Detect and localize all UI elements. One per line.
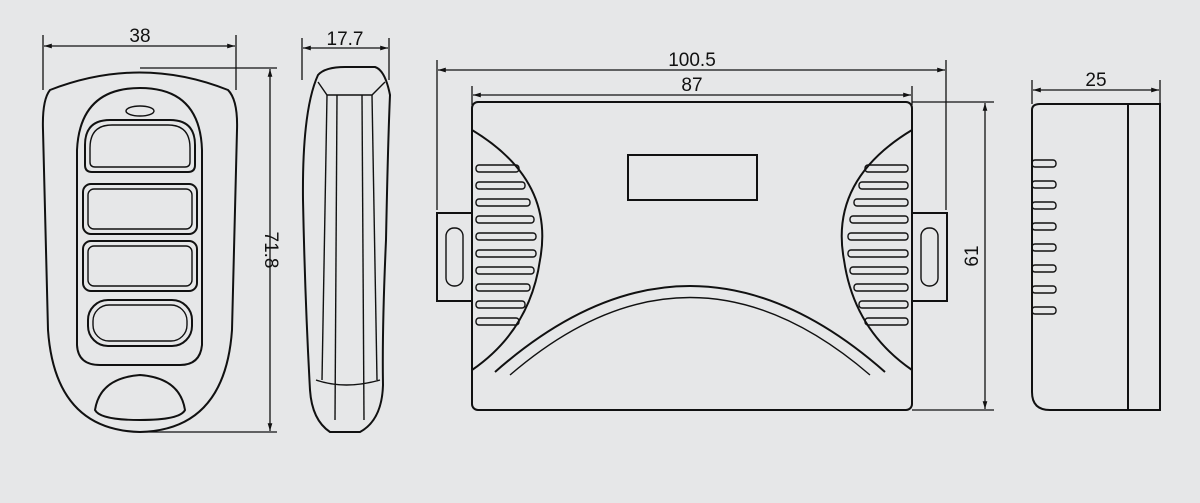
remote-button-2	[82, 183, 198, 235]
vent-slot	[858, 300, 909, 309]
dim-receiver-width-overall: 100.5	[668, 50, 716, 71]
vent-slot	[475, 283, 531, 292]
vent-slot	[853, 198, 909, 207]
vent-slot	[849, 266, 909, 275]
vent-slot	[1031, 285, 1057, 294]
vent-slot	[847, 249, 909, 258]
vent-slot	[475, 198, 531, 207]
dim-remote-width: 38	[129, 26, 150, 47]
vent-slot	[1031, 264, 1057, 273]
vent-slot	[1031, 159, 1057, 168]
dim-receiver-height: 61	[962, 245, 983, 266]
receiver-side-view: 25	[1031, 70, 1161, 411]
receiver-right-tab	[911, 212, 948, 302]
vent-slot	[864, 317, 909, 326]
dim-remote-height: 71.8	[260, 232, 281, 269]
remote-bottom-button	[93, 373, 187, 422]
vent-slot	[1031, 243, 1057, 252]
dim-remote-thickness: 17.7	[327, 29, 364, 50]
vent-slot	[475, 164, 520, 173]
vent-slot	[475, 181, 526, 190]
dim-receiver-depth: 25	[1085, 70, 1106, 91]
vent-slot	[853, 283, 909, 292]
receiver-label-window	[627, 154, 758, 201]
receiver-left-tab	[436, 212, 473, 302]
vent-slot	[475, 232, 537, 241]
remote-button-4	[87, 299, 193, 347]
vent-slot	[847, 232, 909, 241]
remote-button-3	[82, 240, 198, 292]
vent-slot	[1031, 306, 1057, 315]
vent-slot	[1031, 222, 1057, 231]
vent-slot	[849, 215, 909, 224]
vent-slot	[1031, 180, 1057, 189]
receiver-front-view: 100.5 87 61	[436, 50, 994, 411]
remote-side-view: 17.7	[301, 29, 392, 433]
vent-slot	[475, 266, 535, 275]
vent-slot	[858, 181, 909, 190]
vent-slot	[475, 249, 537, 258]
vent-slot	[475, 300, 526, 309]
dim-receiver-width-body: 87	[681, 75, 702, 96]
vent-slot	[475, 317, 520, 326]
remote-front-view: 38 71.8	[41, 26, 281, 434]
vent-slot	[864, 164, 909, 173]
vent-slot	[1031, 201, 1057, 210]
vent-slot	[475, 215, 535, 224]
remote-button-1	[84, 119, 196, 173]
